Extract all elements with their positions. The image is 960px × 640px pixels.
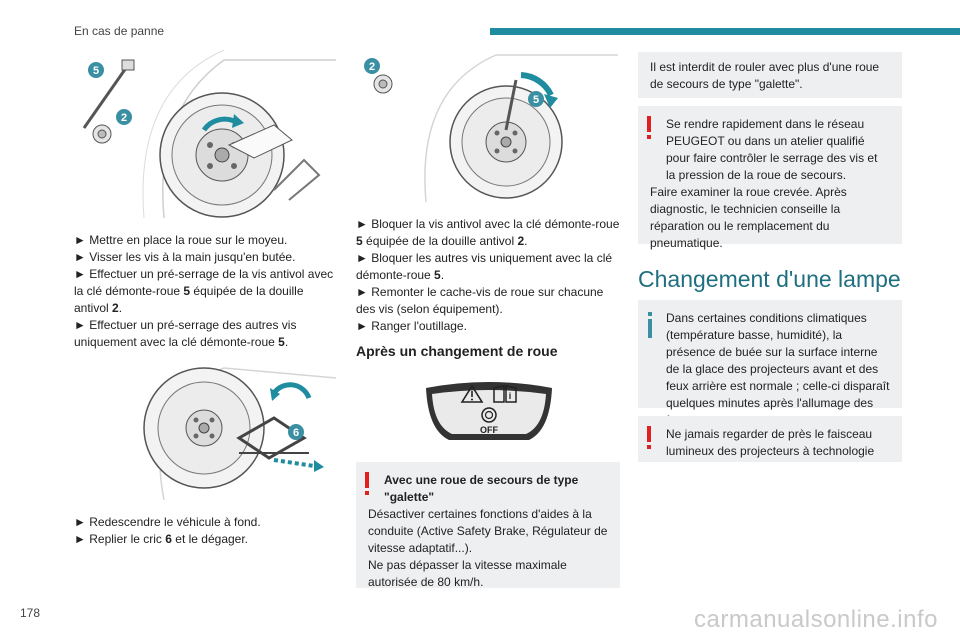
step-item: ► Remonter le cache-vis de roue sur chac…: [356, 285, 604, 316]
callout-2: 2: [369, 61, 375, 73]
manual-icon: i: [493, 385, 517, 403]
warning-icon: [647, 426, 651, 449]
steps-mount: ► Mettre en place la roue sur le moyeu. …: [74, 232, 339, 351]
callout-5: 5: [533, 94, 539, 106]
off-label: OFF: [480, 425, 498, 435]
callout-5: 5: [93, 65, 99, 77]
step-item: ► Mettre en place la roue sur le moyeu.: [74, 233, 288, 247]
figure-jack-lowering: 6: [143, 367, 336, 500]
step-item: ► Bloquer la vis antivol avec la clé dém…: [356, 217, 620, 248]
figure-wheel-tightening: 2 5: [364, 54, 618, 202]
figure-dashboard-indicator: i OFF: [426, 382, 552, 440]
warning-note-beam: Ne jamais regarder de près le faisceau l…: [638, 416, 902, 462]
heading-lamp-change: Changement d'une lampe: [638, 266, 901, 292]
beam-warning-text: Ne jamais regarder de près le faisceau l…: [666, 427, 875, 458]
warning-icon: [647, 116, 651, 139]
warning-line1: Désactiver certaines fonctions d'aides à…: [368, 507, 608, 555]
info-note-condensation: Dans certaines conditions climatiques (t…: [638, 300, 902, 427]
svg-text:i: i: [509, 391, 512, 401]
ebrake-icon: [481, 407, 497, 423]
watermark: carmanualsonline.info: [694, 606, 938, 633]
steps-tighten: ► Bloquer la vis antivol avec la clé dém…: [356, 216, 621, 335]
steps-lower: ► Redescendre le véhicule à fond. ► Repl…: [74, 514, 339, 548]
step-item: ► Replier le cric 6 et le dégager.: [74, 532, 249, 546]
warning-note-check: Se rendre rapidement dans le réseau PEUG…: [638, 106, 902, 250]
check-line1: Se rendre rapidement dans le réseau PEUG…: [666, 117, 878, 182]
step-item: ► Visser les vis à la main jusqu'en buté…: [74, 250, 296, 264]
warning-icon: [365, 472, 369, 495]
warning-line2: Ne pas dépasser la vitesse maximale auto…: [368, 558, 567, 589]
step-item: ► Bloquer les autres vis uniquement avec…: [356, 251, 613, 282]
step-item: ► Redescendre le véhicule à fond.: [74, 515, 261, 529]
info-icon: [648, 312, 652, 338]
section-header: En cas de panne: [74, 24, 165, 38]
figure-wheel-mounting: 5 2: [74, 50, 336, 218]
step-item: ► Effectuer un pré-serrage des autres vi…: [74, 318, 297, 349]
info-text: Dans certaines conditions climatiques (t…: [666, 311, 890, 427]
warning-title: Avec une roue de secours de type "galett…: [384, 473, 579, 504]
note-one-spare-text: Il est interdit de rouler avec plus d'un…: [650, 60, 880, 91]
heading-after-change: Après un changement de roue: [356, 343, 558, 359]
callout-6: 6: [293, 427, 299, 439]
warning-note-galette: Avec une roue de secours de type "galett…: [356, 462, 620, 589]
note-one-spare: Il est interdit de rouler avec plus d'un…: [638, 52, 902, 98]
step-item: ► Effectuer un pré-serrage de la vis ant…: [74, 267, 334, 315]
warning-triangle-icon: [460, 384, 484, 403]
step-item: ► Ranger l'outillage.: [356, 319, 467, 333]
header-accent-bar: [490, 28, 960, 35]
page-number: 178: [20, 606, 41, 620]
callout-2: 2: [121, 112, 127, 124]
check-line2: Faire examiner la roue crevée. Après dia…: [650, 185, 847, 250]
